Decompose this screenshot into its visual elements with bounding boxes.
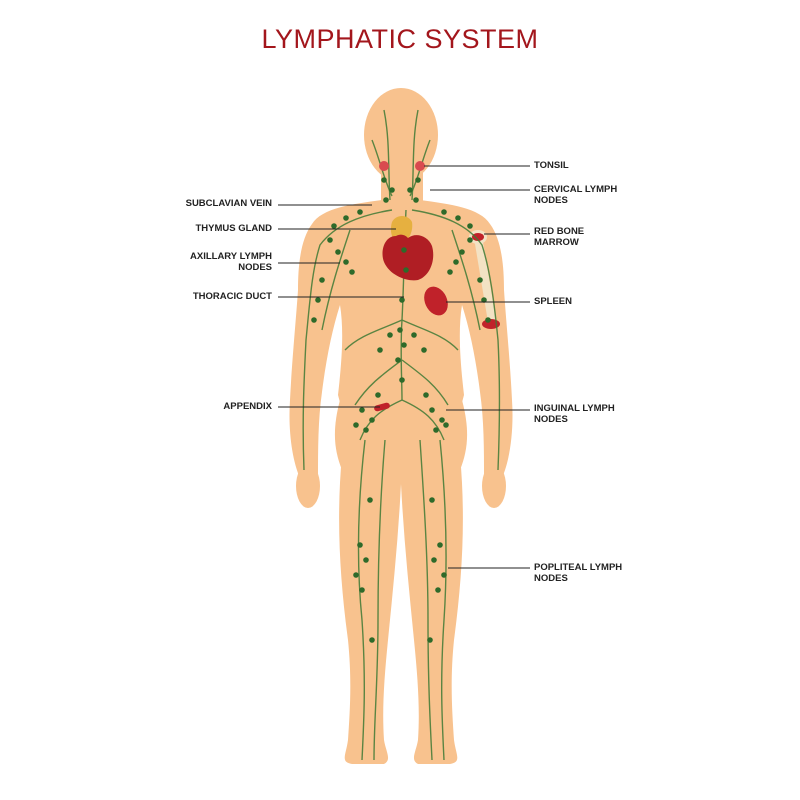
spleen: [424, 286, 448, 316]
lymph-node: [439, 417, 445, 423]
lymph-node: [383, 197, 389, 203]
lymph-node: [381, 177, 387, 183]
lymph-node: [467, 223, 473, 229]
lymph-node: [363, 557, 369, 563]
lymph-node: [367, 497, 373, 503]
lymph-node: [399, 297, 405, 303]
lymph-node: [399, 377, 405, 383]
lymph-node: [435, 587, 441, 593]
lymph-node: [481, 297, 487, 303]
lymph-node: [467, 237, 473, 243]
lymph-node: [343, 259, 349, 265]
organs: [374, 161, 448, 412]
tonsil-right: [415, 161, 425, 171]
label-inguinal-line1: INGUINAL LYMPH: [534, 403, 615, 414]
lymph-node: [441, 572, 447, 578]
heart: [382, 234, 434, 281]
lymph-node: [397, 327, 403, 333]
label-axillary-line2: NODES: [238, 262, 272, 273]
label-subclavian-vein: SUBCLAVIAN VEIN: [185, 198, 272, 209]
lymph-node: [427, 637, 433, 643]
lymph-node: [319, 277, 325, 283]
label-popliteal-line1: POPLITEAL LYMPH: [534, 562, 623, 573]
lymph-node: [331, 223, 337, 229]
lymph-node: [395, 357, 401, 363]
lymph-node: [401, 342, 407, 348]
lymph-node: [429, 497, 435, 503]
lymph-node: [357, 542, 363, 548]
lymph-node: [377, 347, 383, 353]
lymph-node: [403, 267, 409, 273]
label-cervical-line2: NODES: [534, 195, 568, 206]
lymph-node: [429, 407, 435, 413]
label-marrow-line1: RED BONE: [534, 226, 585, 237]
lymph-node: [431, 557, 437, 563]
lymph-node: [453, 259, 459, 265]
body-silhouette: [289, 88, 513, 764]
lymph-node: [441, 209, 447, 215]
lymph-node: [433, 427, 439, 433]
lymph-node: [357, 209, 363, 215]
label-spleen: SPLEEN: [534, 296, 573, 307]
lymph-node: [369, 417, 375, 423]
lymph-node: [421, 347, 427, 353]
left-leg: [339, 455, 402, 764]
label-cervical-line1: CERVICAL LYMPH: [534, 184, 618, 195]
lymph-nodes: [311, 177, 491, 643]
pelvis: [334, 400, 468, 470]
lymph-node: [401, 247, 407, 253]
lymph-node: [389, 187, 395, 193]
head: [364, 88, 438, 182]
lymph-node: [415, 177, 421, 183]
lymph-node: [375, 392, 381, 398]
lymph-node: [327, 237, 333, 243]
page-title: LYMPHATIC SYSTEM: [261, 24, 539, 54]
tonsil-left: [379, 161, 389, 171]
lymph-node: [459, 249, 465, 255]
lymph-node: [353, 572, 359, 578]
label-marrow-line2: MARROW: [534, 237, 579, 248]
lymph-node: [485, 317, 491, 323]
lymph-node: [437, 542, 443, 548]
lymph-node: [311, 317, 317, 323]
lymph-node: [455, 215, 461, 221]
lymph-node: [349, 269, 355, 275]
lymph-node: [353, 422, 359, 428]
lymph-node: [387, 332, 393, 338]
label-appendix: APPENDIX: [223, 401, 272, 412]
lymph-node: [363, 427, 369, 433]
lymph-node: [443, 422, 449, 428]
label-thoracic-duct: THORACIC DUCT: [192, 291, 272, 302]
label-popliteal-line2: NODES: [534, 573, 568, 584]
lymph-node: [359, 407, 365, 413]
lymph-node: [315, 297, 321, 303]
lymph-node: [413, 197, 419, 203]
label-tonsil: TONSIL: [534, 160, 569, 171]
humerus-bone: [469, 230, 500, 329]
right-leg: [400, 455, 463, 764]
lymph-node: [477, 277, 483, 283]
lymph-node: [359, 587, 365, 593]
right-hand: [482, 464, 506, 508]
leader-lines: [278, 165, 530, 569]
label-thymus-gland: THYMUS GLAND: [195, 223, 272, 234]
label-axillary-line1: AXILLARY LYMPH: [190, 251, 272, 262]
lymph-node: [423, 392, 429, 398]
label-inguinal-line2: NODES: [534, 414, 568, 425]
lymph-node: [411, 332, 417, 338]
lymph-node: [447, 269, 453, 275]
lymph-node: [407, 187, 413, 193]
lymph-node: [335, 249, 341, 255]
lymph-node: [343, 215, 349, 221]
lymph-node: [369, 637, 375, 643]
left-hand: [296, 464, 320, 508]
appendix: [374, 402, 390, 412]
